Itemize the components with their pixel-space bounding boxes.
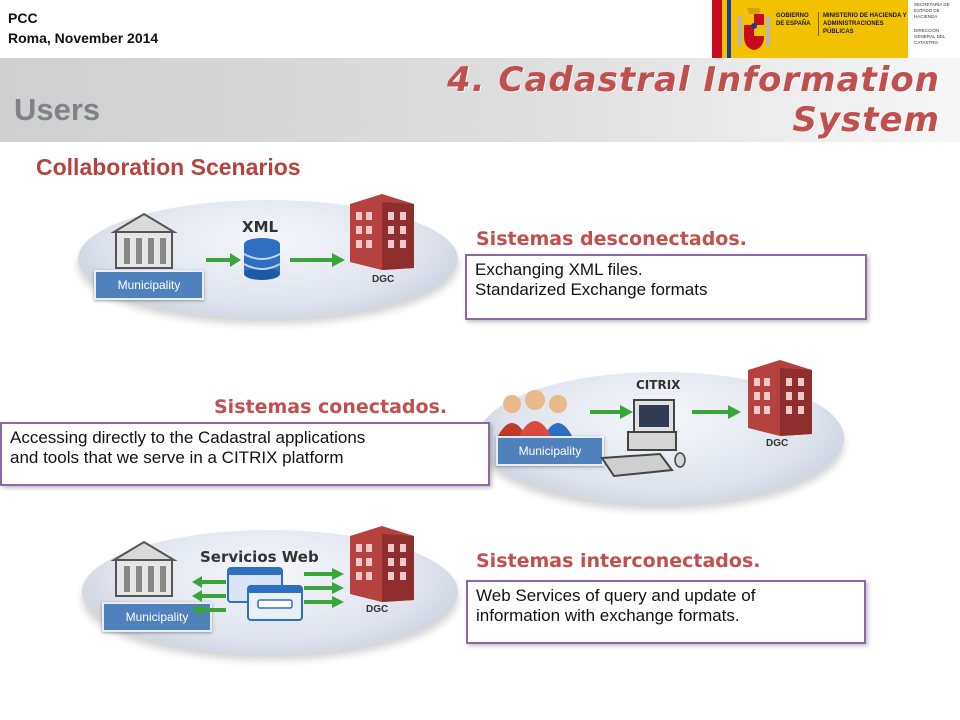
slide-title-line2: System bbox=[792, 100, 940, 140]
scenario-3-callout: Web Services of query and update of info… bbox=[466, 580, 866, 644]
arrow-right-icon bbox=[206, 253, 241, 267]
municipality-label-1: Municipality bbox=[94, 270, 204, 300]
scenario-3-bg-label: Sistemas interconectados. bbox=[476, 550, 761, 572]
municipality-label-2: Municipality bbox=[496, 436, 604, 466]
top-bar: PCC Roma, November 2014 GOBIERNO DE ESPA… bbox=[0, 0, 960, 58]
collaboration-diagram: Sistemas desconectados. Municipality XML… bbox=[0, 190, 960, 720]
municipality-building-icon bbox=[110, 212, 178, 269]
callout-2-line1: Accessing directly to the Cadastral appl… bbox=[10, 428, 366, 447]
scenario-1-callout: Exchanging XML files. Standarized Exchan… bbox=[465, 254, 867, 320]
callout-1-line1: Exchanging XML files. bbox=[475, 260, 643, 279]
secretaria-panel: SECRETARÍA DE ESTADO DE HACIENDA DIRECCI… bbox=[908, 0, 960, 58]
users-group-icon bbox=[498, 390, 572, 436]
xml-label: XML bbox=[242, 218, 279, 236]
slide-title-line1: 4. Cadastral Information bbox=[447, 60, 940, 100]
web-service-windows-icon bbox=[227, 567, 303, 621]
coat-of-arms-icon bbox=[738, 8, 770, 50]
title-band bbox=[0, 58, 960, 142]
direccion-text: DIRECCIÓN GENERAL DEL CATASTRO bbox=[914, 28, 946, 45]
header-text: PCC Roma, November 2014 bbox=[8, 8, 158, 48]
arrow-left-icon bbox=[192, 576, 226, 616]
web-services-label: Servicios Web bbox=[200, 548, 319, 566]
dgc-label-1: DGC bbox=[372, 274, 395, 285]
slide-subtitle: Collaboration Scenarios bbox=[36, 154, 301, 180]
dgc-label-3: DGC bbox=[366, 604, 389, 615]
arrow-right-icon bbox=[290, 253, 345, 267]
dgc-building-icon bbox=[748, 360, 812, 436]
section-label: Users bbox=[14, 92, 101, 127]
database-icon bbox=[243, 238, 281, 280]
ministerio-text: MINISTERIO DE HACIENDA Y ADMINISTRACIONE… bbox=[818, 12, 915, 36]
slide-title: 4. Cadastral Information System bbox=[447, 60, 940, 140]
gobierno-text: GOBIERNO DE ESPAÑA bbox=[776, 13, 811, 27]
arrow-right-icon bbox=[692, 405, 741, 419]
municipality-label-3: Municipality bbox=[102, 602, 212, 632]
secretaria-text: SECRETARÍA DE ESTADO DE HACIENDA bbox=[914, 2, 950, 19]
scenario-2-bg-label: Sistemas conectados. bbox=[214, 396, 448, 418]
citrix-label: CITRIX bbox=[636, 378, 681, 392]
callout-3-line1: Web Services of query and update of bbox=[476, 586, 756, 605]
place-date: Roma, November 2014 bbox=[8, 30, 159, 46]
callout-2-line2: and tools that we serve in a CITRIX plat… bbox=[10, 448, 344, 467]
dgc-building-icon bbox=[350, 194, 414, 270]
callout-1-line2: Standarized Exchange formats bbox=[475, 280, 708, 299]
dgc-building-icon bbox=[350, 526, 414, 602]
scenario-1-bg-label: Sistemas desconectados. bbox=[476, 228, 747, 250]
municipality-building-icon bbox=[110, 540, 178, 597]
arrow-right-icon bbox=[590, 405, 633, 419]
arrow-right-icon bbox=[304, 568, 344, 608]
org-name: PCC bbox=[8, 10, 38, 26]
government-logo: GOBIERNO DE ESPAÑA MINISTERIO DE HACIEND… bbox=[712, 0, 960, 58]
computer-icon bbox=[600, 399, 686, 478]
dgc-label-2: DGC bbox=[766, 438, 789, 449]
callout-3-line2: information with exchange formats. bbox=[476, 606, 740, 625]
scenario-2-callout: Accessing directly to the Cadastral appl… bbox=[0, 422, 490, 486]
